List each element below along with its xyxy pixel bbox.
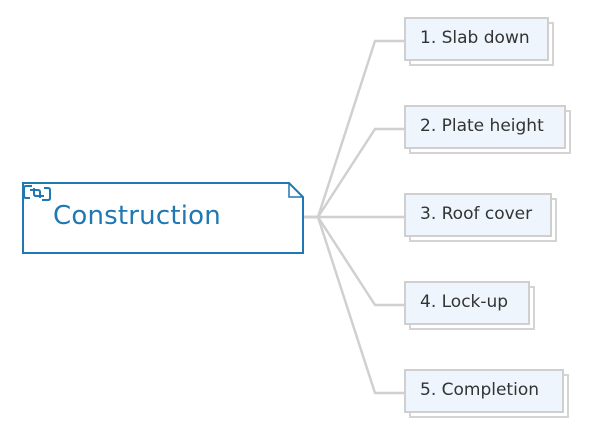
child-topic-box xyxy=(404,105,566,149)
central-topic-frame xyxy=(22,182,304,254)
child-topic-3[interactable]: 3. Roof cover xyxy=(404,193,557,242)
child-topic-label: 4. Lock-up xyxy=(420,292,509,312)
child-topic-label: 2. Plate height xyxy=(420,116,544,136)
child-topic-box xyxy=(404,369,564,413)
child-topic-box xyxy=(404,193,552,237)
child-topic-label: 3. Roof cover xyxy=(420,204,533,224)
central-topic[interactable]: Construction xyxy=(22,182,304,254)
central-topic-label: Construction xyxy=(53,201,221,231)
child-topic-1[interactable]: 1. Slab down xyxy=(404,17,554,66)
child-topic-4[interactable]: 4. Lock-up xyxy=(404,281,535,330)
child-topic-box xyxy=(404,281,530,325)
connector-2 xyxy=(302,127,406,219)
child-topic-box xyxy=(404,17,549,61)
connector-5 xyxy=(302,215,406,395)
link-icon[interactable] xyxy=(22,182,52,204)
child-topic-2[interactable]: 2. Plate height xyxy=(404,105,571,154)
child-topic-5[interactable]: 5. Completion xyxy=(404,369,569,418)
connector-4 xyxy=(302,215,406,307)
child-topic-label: 5. Completion xyxy=(420,380,539,400)
child-topic-label: 1. Slab down xyxy=(420,28,530,48)
